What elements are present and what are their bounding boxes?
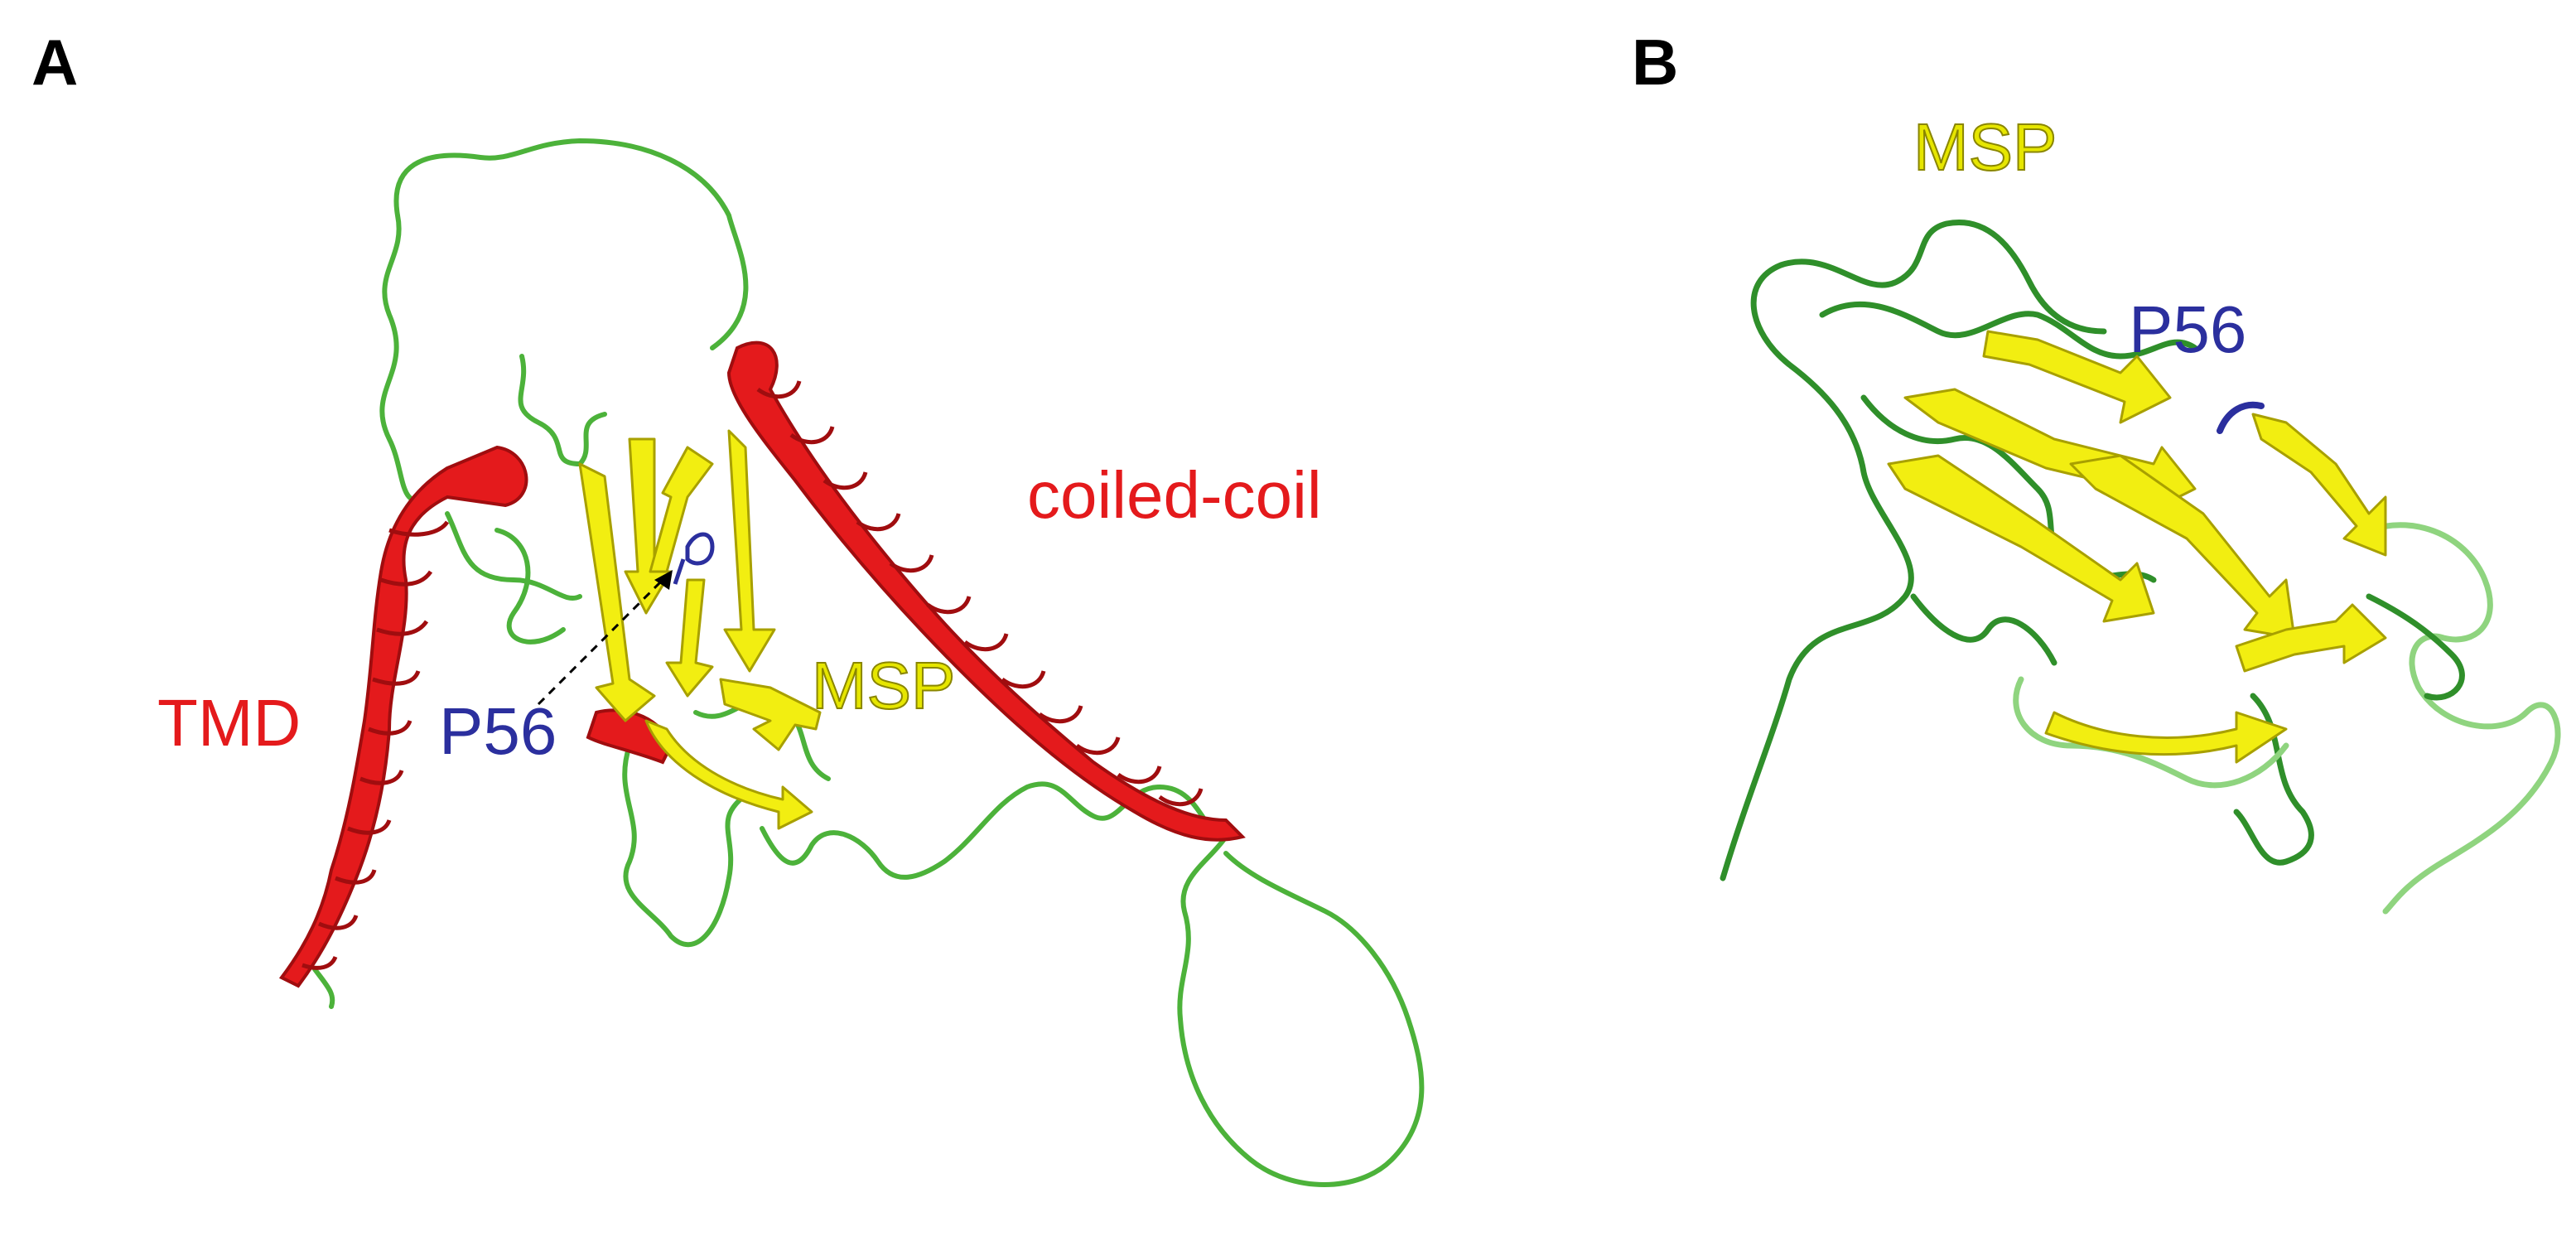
coiled-coil-turns — [756, 380, 1204, 807]
tmd-tail — [312, 967, 335, 1009]
bottom-loop — [760, 781, 1220, 880]
beta-strand-b1 — [1982, 330, 2172, 424]
p56-pointer-arrow — [537, 570, 673, 706]
tmd-label: TMD — [157, 686, 301, 760]
faded-loop-b — [2366, 522, 2561, 915]
panel-b: B MSP P56 — [1632, 26, 2561, 915]
panel-letter-b: B — [1632, 26, 1678, 99]
inner-loop-2 — [494, 528, 566, 645]
lower-loop — [622, 743, 748, 948]
msp-beta-sheet-a — [578, 429, 822, 830]
beta-strand-a1 — [578, 462, 656, 722]
beta-strand-a2 — [624, 437, 673, 615]
tmd-helix — [278, 445, 528, 988]
beta-strand-a6 — [719, 678, 822, 751]
panel-letter-a: A — [31, 26, 78, 99]
faded-loop-b2 — [2013, 676, 2289, 789]
beta-strand-a3 — [649, 446, 714, 573]
top-loop-b — [1819, 301, 2198, 360]
outer-loop-b — [1720, 220, 2107, 881]
panel-a: A TMD P56 MSP coiled-coil — [31, 26, 1425, 1187]
loop-backbone-b — [1720, 220, 2561, 915]
coiled-coil-label: coiled-coil — [1027, 458, 1322, 532]
coiled-coil-helix — [726, 340, 1246, 842]
msp-label-a: MSP — [812, 649, 955, 722]
inner-loop-1 — [518, 354, 607, 466]
beta-strand-a5 — [665, 578, 714, 698]
coiled-coil-helix-body — [726, 340, 1246, 842]
beta-strand-a4 — [723, 429, 776, 673]
msp-beta-sheet-b — [1887, 330, 2387, 764]
msp-label-b: MSP — [1913, 110, 2057, 184]
beta-strand-b6 — [2235, 603, 2387, 673]
beta-strand-a7 — [644, 719, 813, 830]
p56-residue-a — [673, 532, 715, 585]
tmd-helix-body — [278, 445, 528, 988]
loop-backbone-a — [312, 138, 1425, 1187]
p56-label-b: P56 — [2129, 292, 2246, 366]
p56-residue-b — [2217, 401, 2265, 434]
p56-label-a: P56 — [439, 694, 557, 768]
beta-strand-b7 — [2044, 711, 2288, 764]
top-loop — [379, 138, 749, 504]
inner-loop-b2 — [1910, 593, 2057, 666]
tmd-connector — [445, 511, 582, 601]
tmd-helix-turns — [301, 520, 450, 970]
right-loop-b — [2366, 593, 2465, 701]
lower-loop-b — [2233, 693, 2314, 866]
c-terminal-loop — [1177, 834, 1425, 1187]
beta-strand-b3 — [1887, 454, 2155, 623]
beta-strand-b5 — [2251, 413, 2387, 557]
